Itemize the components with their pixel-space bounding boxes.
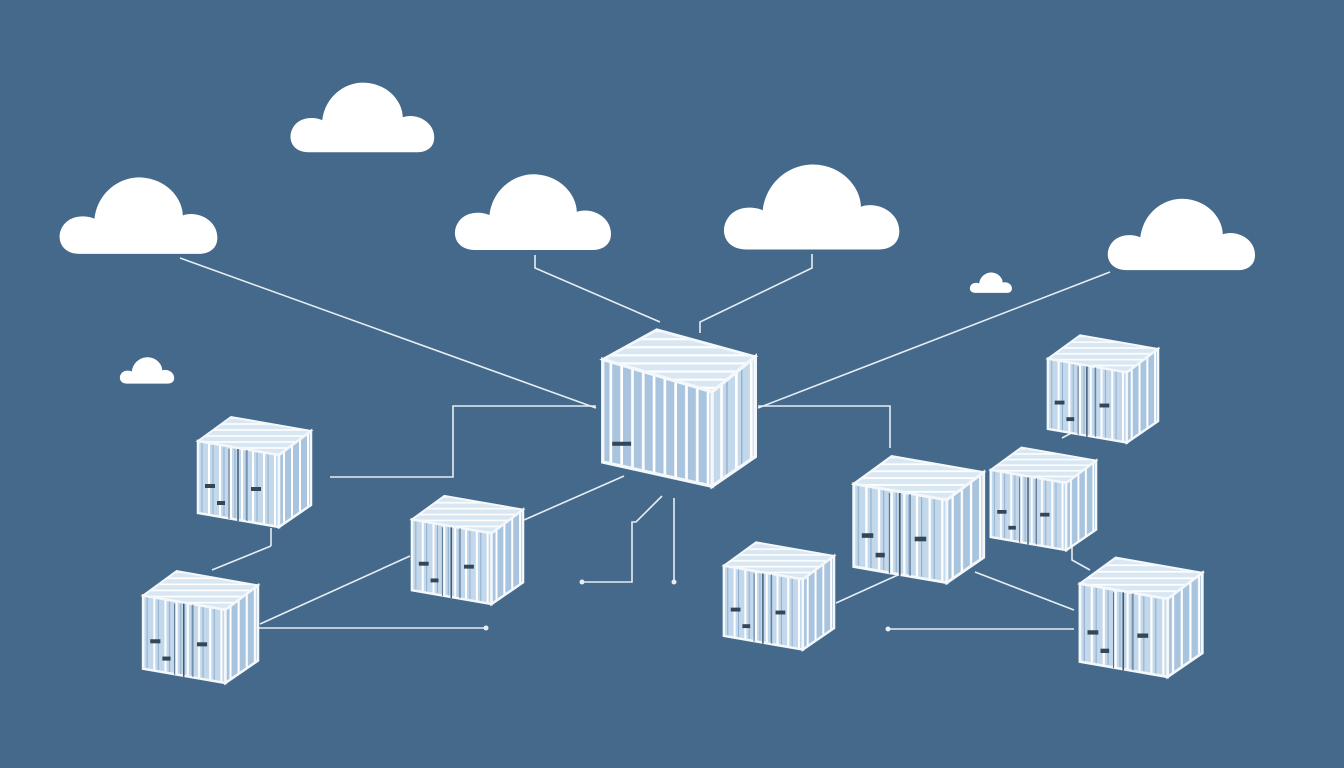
connector-endpoints: [483, 579, 891, 632]
connector: [534, 255, 661, 323]
cloud-icon: [969, 272, 1012, 293]
connector: [523, 475, 625, 521]
connector: [179, 257, 597, 409]
connector: [835, 573, 901, 604]
connector: [757, 271, 1111, 409]
connector: [582, 495, 663, 583]
connector: [1071, 546, 1091, 571]
cloud-icon: [1107, 198, 1256, 271]
cloud-icon: [290, 82, 435, 153]
cloud-icon: [119, 357, 175, 384]
connector: [259, 555, 411, 625]
cloud-icon: [723, 164, 900, 250]
shipping-container-icon: [600, 327, 758, 489]
shipping-container-icon: [722, 541, 836, 651]
containers: [141, 327, 1204, 685]
cloud-icon: [59, 177, 218, 254]
shipping-container-icon: [989, 446, 1098, 552]
shipping-container-icon: [410, 494, 525, 606]
connection-lines: [179, 254, 1111, 630]
shipping-container-icon: [1046, 334, 1160, 444]
connector: [758, 405, 891, 448]
connector: [330, 405, 596, 478]
shipping-container-icon: [852, 454, 986, 585]
shipping-container-icon: [196, 415, 313, 529]
shipping-container-icon: [1078, 556, 1204, 679]
cloud-icon: [454, 174, 611, 250]
connector: [211, 545, 272, 571]
connector: [699, 254, 813, 333]
shipping-container-icon: [141, 569, 260, 685]
connector: [974, 571, 1075, 611]
